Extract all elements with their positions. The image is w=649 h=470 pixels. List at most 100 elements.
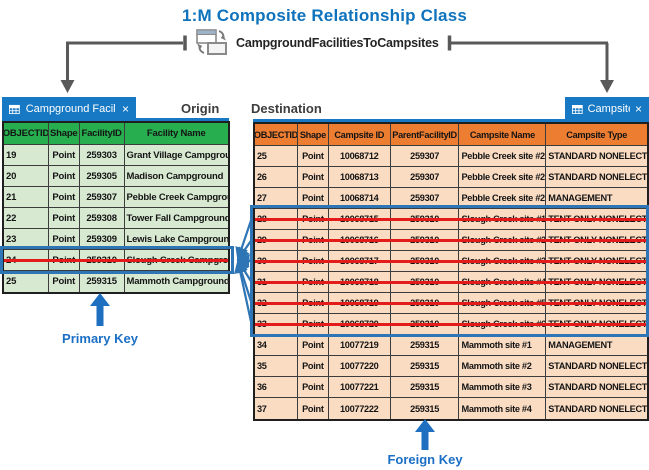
table-cell: 35	[255, 356, 298, 377]
table-cell: Point	[297, 398, 329, 419]
table-cell: Slough Creek site #5	[459, 293, 547, 314]
table-cell: TENT ONLY NONELECTRIC	[546, 209, 647, 230]
table-cell: Point	[48, 250, 80, 271]
table-cell: TENT ONLY NONELECTRIC	[546, 272, 647, 293]
table-cell: 259315	[390, 356, 460, 377]
table-cell: Point	[297, 230, 329, 251]
table-cell: Mammoth site #1	[459, 335, 547, 356]
table-cell: Grant Village Campground	[124, 145, 229, 166]
table-cell: 259315	[390, 398, 460, 419]
table-grid-icon	[572, 104, 583, 114]
tab-label: Campground Facilities	[25, 103, 116, 115]
table-cell: 34	[255, 335, 298, 356]
table-cell: 259308	[79, 208, 125, 229]
table-cell: 32	[255, 293, 298, 314]
table-cell: Pebble Creek site #26	[459, 167, 547, 188]
table-cell: 26	[255, 167, 298, 188]
table-cell: 10068714	[328, 188, 391, 209]
table-grid-icon	[9, 104, 20, 114]
close-icon[interactable]: ×	[121, 102, 129, 116]
table-cell: 23	[4, 229, 49, 250]
close-icon[interactable]: ×	[634, 102, 642, 116]
table-cell: 10068715	[328, 209, 391, 230]
table-cell: Point	[297, 209, 329, 230]
table-cell: MANAGEMENT	[546, 335, 647, 356]
table-cell: 30	[255, 251, 298, 272]
table-cell: 10068713	[328, 167, 391, 188]
table-cell: 259310	[390, 293, 460, 314]
table-cell: Slough Creek site #6	[459, 314, 547, 335]
relationship-class-icon	[196, 29, 227, 55]
table-cell: Slough Creek site #4	[459, 272, 547, 293]
tab-strip	[253, 119, 649, 122]
table-cell: Slough Creek site #3	[459, 251, 547, 272]
table-cell: 36	[255, 377, 298, 398]
table-cell: MANAGEMENT	[546, 188, 647, 209]
table-cell: 259315	[390, 335, 460, 356]
table-cell: Mammoth site #3	[459, 377, 547, 398]
table-cell: Point	[48, 145, 80, 166]
table-cell: 259310	[390, 251, 460, 272]
table-cell: Point	[297, 251, 329, 272]
table-cell: 259310	[390, 272, 460, 293]
table-cell: 10068720	[328, 314, 391, 335]
connector-arrowheads	[60, 80, 614, 93]
table-cell: 259310	[390, 209, 460, 230]
table-cell: 259307	[390, 167, 460, 188]
table-cell: 24	[4, 250, 49, 271]
table-cell: Point	[297, 377, 329, 398]
table-cell: Pebble Creek site #27	[459, 188, 547, 209]
table-cell: Slough Creek site #2	[459, 230, 547, 251]
table-cell: TENT ONLY NONELECTRIC	[546, 230, 647, 251]
tab-campsites[interactable]: Campsites ×	[565, 97, 649, 121]
table-cell: 10077221	[328, 377, 391, 398]
table-cell: Tower Fall Campground	[124, 208, 229, 229]
table-cell: Point	[297, 188, 329, 209]
table-cell: TENT ONLY NONELECTRIC	[546, 293, 647, 314]
table-cell: Madison Campground	[124, 166, 229, 187]
tab-campground-facilities[interactable]: Campground Facilities ×	[2, 97, 136, 121]
table-cell: 10077219	[328, 335, 391, 356]
table-cell: STANDARD NONELECTRIC	[546, 398, 647, 419]
table-cell: 22	[4, 208, 49, 229]
table-cell: 259315	[390, 377, 460, 398]
column-header: Shape	[48, 123, 80, 145]
table-cell: Point	[297, 356, 329, 377]
table-cell: Point	[297, 167, 329, 188]
table-cell: 33	[255, 314, 298, 335]
tab-label: Campsites	[587, 103, 630, 115]
table-cell: 10077220	[328, 356, 391, 377]
table-cell: 25	[255, 146, 298, 167]
table-cell: TENT ONLY NONELECTRIC	[546, 314, 647, 335]
origin-label: Origin	[181, 101, 220, 116]
table-cell: Point	[48, 271, 80, 292]
table-cell: Point	[48, 166, 80, 187]
table-cell: Pebble Creek Campground	[124, 187, 229, 208]
tab-strip	[2, 118, 229, 121]
table-cell: STANDARD NONELECTRIC	[546, 377, 647, 398]
